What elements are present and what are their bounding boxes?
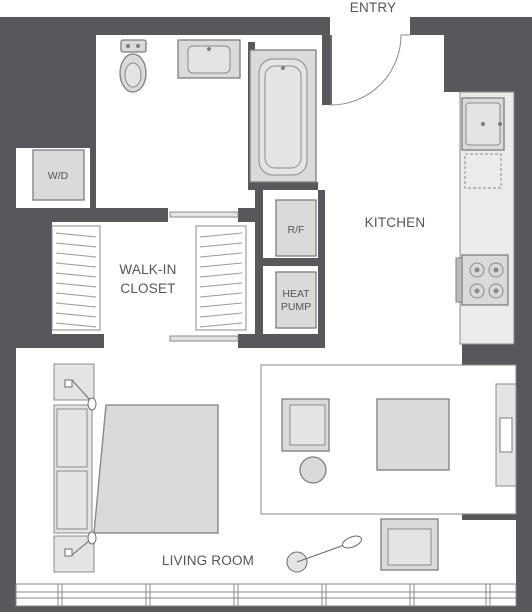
closet-shelf-right [195, 225, 247, 331]
closet-sliding-doors [169, 211, 239, 342]
living-room-label: LIVING ROOM [162, 553, 254, 568]
side-table [299, 456, 327, 484]
wd-label: W/D [48, 170, 69, 182]
media-console [495, 383, 517, 487]
kitchen-sink [461, 97, 505, 151]
heat-pump [275, 271, 317, 329]
nightstand-bottom [53, 531, 97, 573]
walk-in-closet-label-2: CLOSET [120, 281, 175, 296]
dishwasher [464, 153, 502, 189]
floor-lamp [286, 535, 362, 573]
armchair [281, 398, 330, 452]
entry-label: ENTRY [350, 0, 397, 15]
cooktop [455, 254, 509, 306]
kitchen-label: KITCHEN [365, 215, 426, 230]
refrigerator [275, 199, 317, 257]
washer-dryer [32, 149, 85, 201]
rf-label: R/F [288, 224, 305, 236]
walk-in-closet-label-1: WALK-IN [119, 262, 176, 277]
heat-pump-label-2: PUMP [281, 301, 311, 313]
closet-shelf-left [51, 225, 101, 331]
bed [53, 404, 219, 534]
nightstand-top [53, 363, 97, 411]
coffee-table [376, 398, 450, 471]
bathroom-vanity [177, 39, 241, 79]
desk-chair [380, 518, 439, 571]
entry-door [330, 34, 410, 106]
toilet [119, 39, 147, 93]
interior-walls [52, 35, 330, 348]
heat-pump-label-1: HEAT [282, 288, 310, 300]
window-strip [15, 583, 517, 607]
bathtub [249, 49, 317, 183]
